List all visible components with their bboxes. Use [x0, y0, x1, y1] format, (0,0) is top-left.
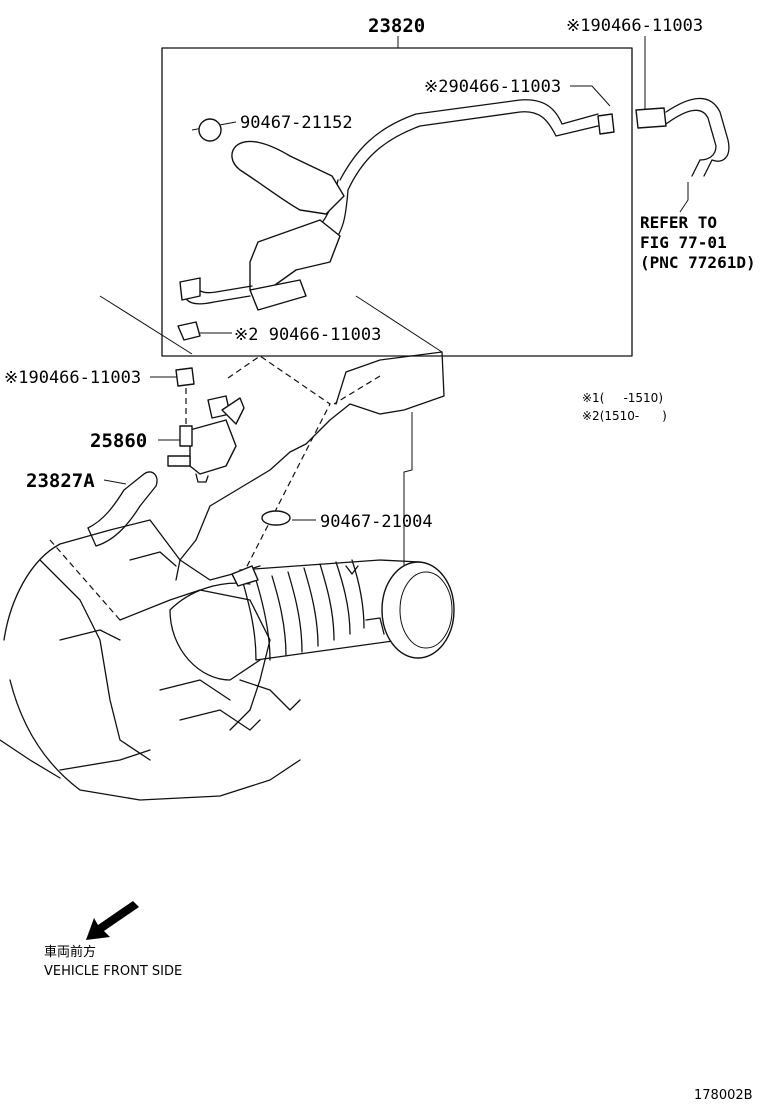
label-clip-lower: 90467-21004 [320, 512, 433, 532]
label-front-en: VEHICLE FRONT SIDE [44, 964, 182, 979]
leader-clamp-right [570, 85, 611, 107]
lower-clip-icon [261, 510, 291, 526]
label-refer-1: REFER TO [640, 213, 717, 232]
leader-diagonal-right [355, 295, 443, 353]
leader-hose [103, 479, 127, 485]
label-left-clamp: ※190466-11003 [4, 368, 141, 388]
label-assembly: 23820 [368, 15, 425, 37]
label-top-right: ※190466-11003 [566, 16, 703, 36]
label-refer-2: FIG 77-01 [640, 233, 727, 252]
front-arrow-icon [86, 901, 139, 940]
label-valve: 25860 [90, 430, 147, 452]
cleaner-cover [175, 351, 445, 581]
small-hose [87, 471, 158, 547]
label-refer-3: (PNC 77261D) [640, 253, 756, 272]
dash-line-4 [333, 375, 381, 405]
assembly-box [161, 47, 633, 357]
label-mid-clamp: ※2 90466-11003 [234, 325, 381, 345]
dash-line-3 [49, 539, 121, 621]
dash-line-1 [227, 355, 331, 581]
leader-duct [403, 412, 413, 568]
leader-refer [679, 182, 689, 213]
engine-block [0, 519, 301, 801]
label-front-jp: 車両前方 [44, 944, 96, 960]
leader-diagonal [99, 295, 193, 355]
vsv-valve [167, 367, 245, 483]
label-note-1: ※1( -1510) [582, 391, 663, 405]
clip-icon [198, 118, 222, 142]
label-note-2: ※2(1510- ) [582, 409, 667, 423]
hose-assembly [177, 99, 615, 341]
right-hose [635, 97, 730, 177]
label-clip-top: 90467-21152 [240, 113, 353, 133]
label-hose: 23827A [26, 470, 95, 492]
label-clamp-right: ※290466-11003 [424, 77, 561, 97]
intake-duct [169, 559, 455, 681]
label-figure-id: 178002B [694, 1088, 753, 1103]
